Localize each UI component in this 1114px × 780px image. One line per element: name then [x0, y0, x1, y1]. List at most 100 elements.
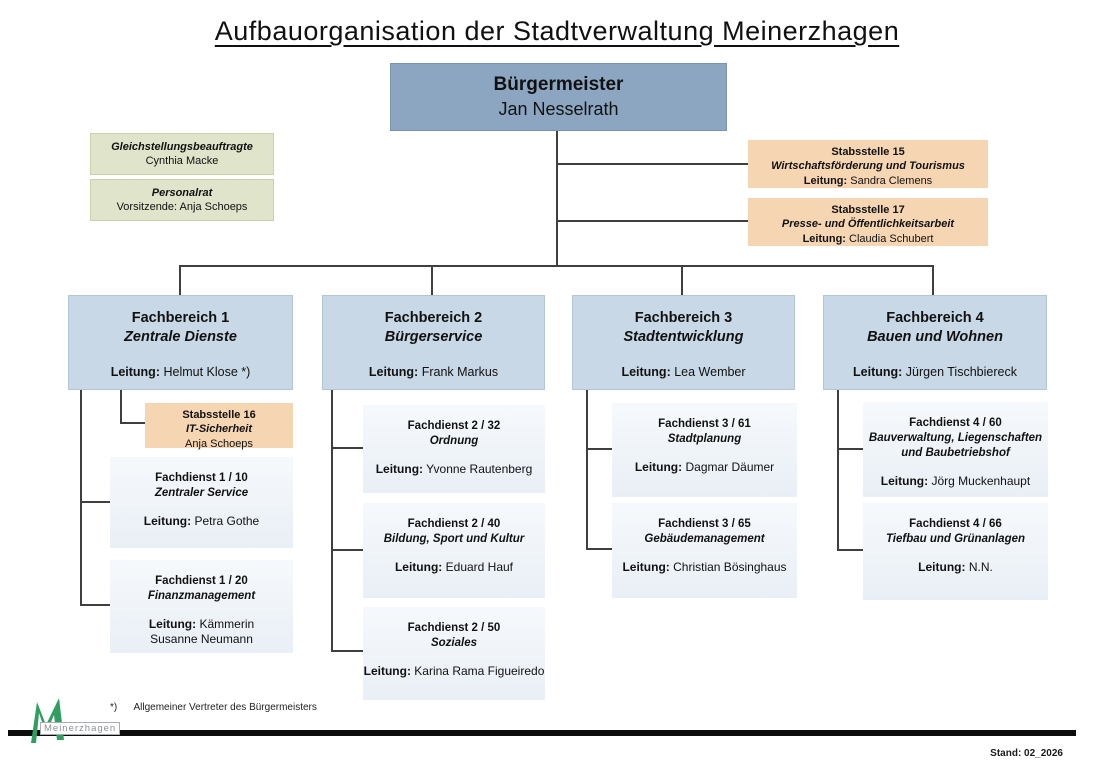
connector-fd240: [333, 549, 363, 551]
box-leader: Leitung: Petra Gothe: [143, 513, 260, 528]
box-leader: Leitung: Eduard Hauf: [394, 559, 514, 574]
connector-stub-fb4: [932, 265, 934, 295]
footnote: *) Allgemeiner Vertreter des Bürgermeist…: [110, 702, 317, 713]
fachbereich-4-box: Fachbereich 4 Bauen und Wohnen Leitung: …: [823, 295, 1047, 390]
fachdienst-3-61-box: Fachdienst 3 / 61 Stadtplanung Leitung: …: [612, 403, 797, 497]
box-leader: Leitung: Kämmerin Susanne Neumann: [148, 616, 255, 647]
connector-fb2-trunk: [331, 390, 333, 652]
box-subtitle: Finanzmanagement: [147, 589, 256, 602]
box-title: Stabsstelle 17: [831, 204, 905, 216]
box-title: Fachbereich 3: [634, 310, 733, 326]
fachdienst-2-32-box: Fachdienst 2 / 32 Ordnung Leitung: Yvonn…: [363, 405, 545, 493]
box-leader: Leitung: N.N.: [918, 559, 993, 574]
stabsstelle-16-box: Stabsstelle 16 IT-Sicherheit Anja Schoep…: [145, 403, 293, 450]
connector-trunk-main: [556, 130, 558, 267]
box-leader: Leitung: Sandra Clemens: [803, 174, 933, 187]
box-title: Fachdienst 1 / 20: [155, 575, 248, 587]
box-subtitle: Presse- und Öffentlichkeitsarbeit: [781, 218, 955, 231]
box-title: Stabsstelle 15: [831, 146, 905, 158]
box-title: Fachdienst 2 / 40: [407, 518, 501, 530]
box-leader: Leitung: Frank Markus: [368, 364, 499, 379]
box-title: Gleichstellungsbeauftragte: [111, 141, 253, 153]
box-subtitle: Zentrale Dienste: [124, 328, 237, 345]
connector-fd232: [333, 447, 363, 449]
connector-fd120: [82, 604, 110, 606]
fachbereich-1-box: Fachbereich 1 Zentrale Dienste Leitung: …: [68, 295, 293, 390]
footer-divider-bar: [8, 730, 1076, 736]
box-title: Fachdienst 3 / 61: [658, 418, 751, 430]
connector-stub-fb3: [681, 265, 683, 295]
fachdienst-2-50-box: Fachdienst 2 / 50 Soziales Leitung: Kari…: [363, 607, 545, 700]
fachdienst-4-66-box: Fachdienst 4 / 66 Tiefbau und Grünanlage…: [863, 503, 1048, 600]
connector-fd361: [588, 448, 612, 450]
box-subtitle: Wirtschaftsförderung und Tourismus: [771, 160, 965, 173]
fachdienst-3-65-box: Fachdienst 3 / 65 Gebäudemanagement Leit…: [612, 503, 797, 598]
box-subtitle: Stadtplanung: [667, 432, 742, 445]
gleichstellungsbeauftragte-box: Gleichstellungsbeauftragte Cynthia Macke: [90, 133, 274, 175]
footnote-marker: *): [110, 702, 118, 713]
buergermeister-role: Bürgermeister: [493, 74, 624, 95]
box-leader: Leitung: Claudia Schubert: [802, 232, 934, 245]
box-title: Fachdienst 2 / 50: [407, 622, 501, 634]
version-stamp: Stand: 02_2026: [990, 748, 1063, 759]
connector-stub-fb1: [179, 265, 181, 295]
connector-stub-fb2: [431, 265, 433, 295]
connector-fb4-trunk: [837, 390, 839, 551]
footnote-text: Allgemeiner Vertreter des Bürgermeisters: [133, 702, 317, 713]
connector-fb3-trunk: [586, 390, 588, 550]
connector-fd460: [839, 448, 863, 450]
connector-stab17: [558, 220, 748, 222]
meinerzhagen-logo-icon: [31, 698, 64, 743]
box-subtitle: Bauen und Wohnen: [867, 328, 1003, 345]
box-title: Fachdienst 2 / 32: [407, 420, 501, 432]
box-title: Stabsstelle 16: [182, 409, 256, 421]
box-leader: Leitung: Yvonne Rautenberg: [375, 461, 533, 476]
logo-wordmark: Meinerzhagen: [40, 722, 121, 735]
box-subtitle: Bürgerservice: [384, 328, 483, 345]
box-title: Personalrat: [151, 187, 213, 199]
box-subtitle: Bildung, Sport und Kultur: [383, 532, 525, 545]
connector-stab16: [122, 422, 145, 424]
box-subtitle: Zentraler Service: [154, 486, 249, 499]
connector-stab15: [558, 163, 748, 165]
fachdienst-1-10-box: Fachdienst 1 / 10 Zentraler Service Leit…: [110, 457, 293, 548]
box-title: Fachbereich 2: [384, 310, 483, 326]
buergermeister-name: Jan Nesselrath: [498, 98, 619, 119]
box-title: Fachdienst 3 / 65: [658, 518, 751, 530]
box-name: Anja Schoeps: [185, 437, 253, 450]
stabsstelle-15-box: Stabsstelle 15 Wirtschaftsförderung und …: [748, 140, 988, 188]
box-subtitle: Ordnung: [429, 434, 479, 447]
connector-fd110: [82, 501, 110, 503]
buergermeister-box: Bürgermeister Jan Nesselrath: [390, 63, 727, 131]
box-name: Vorsitzende: Anja Schoeps: [116, 201, 248, 214]
box-title: Fachbereich 1: [131, 310, 230, 326]
connector-fd365: [588, 548, 612, 550]
box-subtitle: Gebäudemanagement: [644, 532, 765, 545]
stabsstelle-17-box: Stabsstelle 17 Presse- und Öffentlichkei…: [748, 198, 988, 246]
box-name: Cynthia Macke: [145, 155, 219, 168]
box-title: Fachdienst 1 / 10: [155, 472, 248, 484]
fachdienst-1-20-box: Fachdienst 1 / 20 Finanzmanagement Leitu…: [110, 560, 293, 653]
personalrat-box: Personalrat Vorsitzende: Anja Schoeps: [90, 179, 274, 221]
box-subtitle: IT-Sicherheit: [185, 423, 253, 436]
connector-main-horizontal: [179, 265, 934, 267]
box-leader: Leitung: Helmut Klose *): [110, 364, 251, 379]
box-leader: Leitung: Lea Wember: [621, 364, 746, 379]
box-subtitle: Soziales: [430, 636, 478, 649]
fachbereich-3-box: Fachbereich 3 Stadtentwicklung Leitung: …: [572, 295, 795, 390]
connector-fd466: [839, 549, 863, 551]
box-leader: Leitung: Jürgen Tischbiereck: [853, 364, 1017, 379]
connector-fb1-trunk: [80, 390, 82, 606]
box-subtitle: Bauverwaltung, Liegenschaften und Baubet…: [868, 431, 1043, 459]
box-leader: Leitung: Dagmar Däumer: [634, 459, 775, 474]
box-title: Fachdienst 4 / 60: [909, 417, 1002, 429]
fachdienst-2-40-box: Fachdienst 2 / 40 Bildung, Sport und Kul…: [363, 503, 545, 598]
box-title: Fachdienst 4 / 66: [909, 518, 1002, 530]
box-subtitle: Stadtentwicklung: [623, 328, 744, 345]
box-leader: Leitung: Christian Bösinghaus: [622, 559, 787, 574]
box-subtitle: Tiefbau und Grünanlagen: [885, 532, 1026, 545]
connector-fd250: [333, 650, 363, 652]
page-title: Aufbauorganisation der Stadtverwaltung M…: [214, 16, 900, 46]
connector-fb1-stab-trunk: [120, 390, 122, 424]
